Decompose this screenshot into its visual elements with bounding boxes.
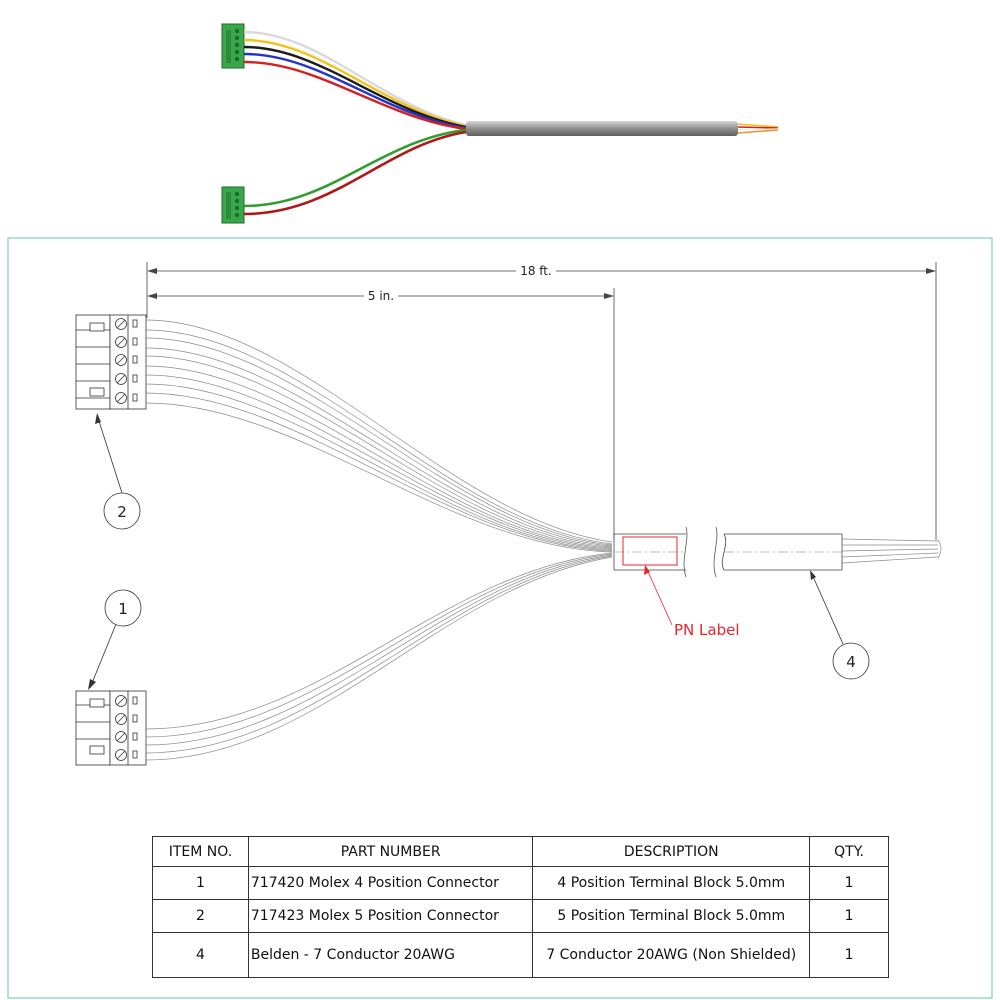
upper-wire-bundle xyxy=(145,319,613,553)
connector-4-position xyxy=(75,690,147,766)
bom-part-number: 717420 Molex 4 Position Connector xyxy=(247,866,534,900)
dimension-breakout xyxy=(147,288,615,538)
bom-part-number: 717423 Molex 5 Position Connector xyxy=(247,899,534,933)
breakout-length-label: 5 in. xyxy=(368,289,394,303)
bom-header-description: DESCRIPTION xyxy=(532,836,811,867)
lower-wire-bundle xyxy=(145,552,613,761)
bom-qty: 1 xyxy=(809,899,889,933)
balloon-label: 1 xyxy=(118,600,128,618)
pn-label-note: PN Label xyxy=(674,621,740,639)
color-preview xyxy=(221,23,779,224)
bom-description: 7 Conductor 20AWG (Non Shielded) xyxy=(532,932,811,978)
bom-header-qty: QTY. xyxy=(809,836,889,867)
bom-header-row: ITEM NO. PART NUMBER DESCRIPTION QTY. xyxy=(152,836,889,867)
preview-exposed-wires xyxy=(737,123,779,134)
pn-label-leader xyxy=(644,564,673,626)
balloon-item-4: 4 xyxy=(810,570,870,680)
bom-header-item: ITEM NO. xyxy=(152,836,249,867)
table-row: 1 717420 Molex 4 Position Connector 4 Po… xyxy=(152,866,889,900)
overall-length-label: 18 ft. xyxy=(520,264,552,278)
balloon-item-1: 1 xyxy=(88,589,142,690)
bom-item-no: 4 xyxy=(152,932,249,978)
preview-jacket xyxy=(466,121,738,136)
cable-jacket xyxy=(613,526,843,578)
table-row: 2 717423 Molex 5 Position Connector 5 Po… xyxy=(152,899,889,933)
exposed-conductors xyxy=(841,538,942,564)
balloon-item-2: 2 xyxy=(95,413,141,530)
bom-description: 5 Position Terminal Block 5.0mm xyxy=(532,899,811,933)
table-row: 4 Belden - 7 Conductor 20AWG 7 Conductor… xyxy=(152,932,889,978)
bom-description: 4 Position Terminal Block 5.0mm xyxy=(532,866,811,900)
preview-connector-5pos xyxy=(221,23,245,69)
bom-header-part-number: PART NUMBER xyxy=(247,836,534,867)
pn-label-arrowhead xyxy=(644,565,650,575)
preview-upper-wires xyxy=(243,30,467,131)
bom-part-number: Belden - 7 Conductor 20AWG xyxy=(247,932,534,978)
bom-item-no: 2 xyxy=(152,899,249,933)
balloon-label: 4 xyxy=(846,653,856,671)
preview-lower-wires xyxy=(243,128,467,216)
bom-item-no: 1 xyxy=(152,866,249,900)
pn-label-box xyxy=(622,536,678,566)
connector-5-position xyxy=(75,314,147,410)
bom-qty: 1 xyxy=(809,932,889,978)
dimension-overall xyxy=(146,262,937,540)
bom-qty: 1 xyxy=(809,866,889,900)
bill-of-materials-table: ITEM NO. PART NUMBER DESCRIPTION QTY. 1 … xyxy=(152,836,889,978)
preview-connector-4pos xyxy=(221,186,245,224)
balloon-label: 2 xyxy=(117,503,127,521)
drawing-frame xyxy=(7,237,993,999)
